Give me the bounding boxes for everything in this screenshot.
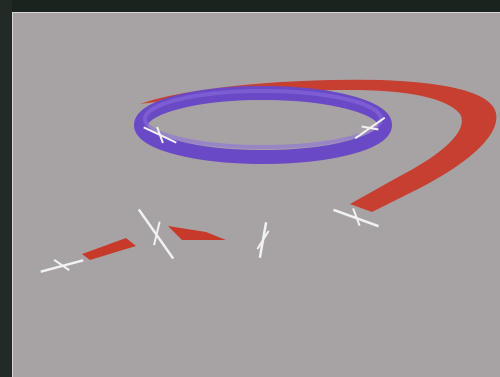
glider-icon (132, 204, 181, 263)
red-trail-segment (82, 238, 136, 260)
glider-icon (256, 222, 270, 259)
glider-icon (39, 253, 85, 278)
red-trail-segment (168, 226, 226, 240)
